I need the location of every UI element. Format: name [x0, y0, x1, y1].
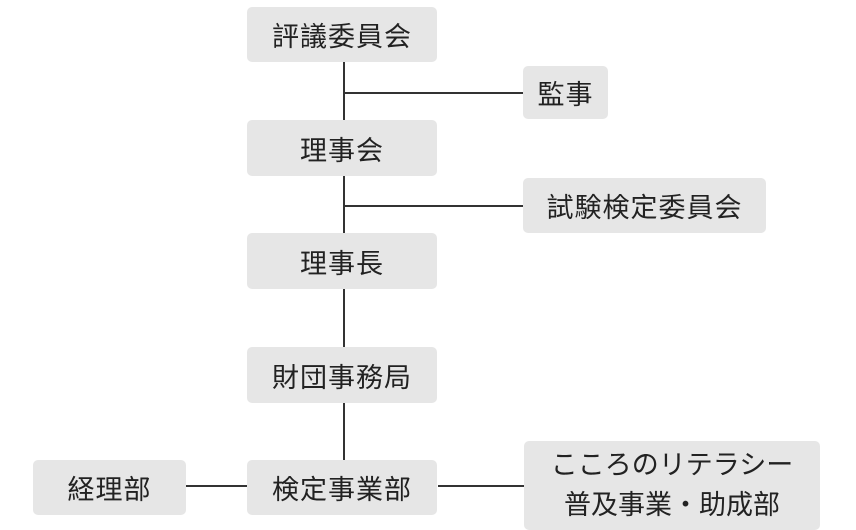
connector-accounting — [186, 485, 248, 487]
auditor-label: 監事 — [537, 80, 594, 111]
auditor-box: 監事 — [523, 66, 608, 119]
council-box: 評議委員会 — [247, 7, 437, 62]
literacy-division-label-line2: 普及事業・助成部 — [564, 489, 780, 521]
board-box: 理事会 — [247, 120, 437, 176]
secretariat-label: 財団事務局 — [272, 362, 412, 394]
chairman-label: 理事長 — [300, 248, 384, 280]
board-label: 理事会 — [300, 135, 384, 167]
accounting-label: 経理部 — [67, 475, 152, 506]
accounting-box: 経理部 — [33, 460, 186, 515]
connector-secretariat-exam-division — [343, 403, 345, 460]
exam-committee-label: 試験検定委員会 — [546, 193, 743, 224]
literacy-division-label-line1: こころのリテラシー — [550, 449, 794, 481]
chairman-box: 理事長 — [247, 233, 437, 289]
exam-division-box: 検定事業部 — [247, 460, 437, 515]
literacy-division-box: こころのリテラシー 普及事業・助成部 — [524, 441, 820, 530]
connector-literacy-division — [438, 485, 524, 487]
connector-chairman-secretariat — [343, 289, 345, 347]
exam-committee-box: 試験検定委員会 — [523, 178, 766, 233]
connector-auditor — [343, 92, 523, 94]
connector-exam-committee — [343, 205, 523, 207]
connector-council-board — [343, 62, 345, 120]
secretariat-box: 財団事務局 — [247, 347, 437, 403]
exam-division-label: 検定事業部 — [272, 475, 412, 506]
council-label: 評議委員会 — [272, 22, 412, 53]
